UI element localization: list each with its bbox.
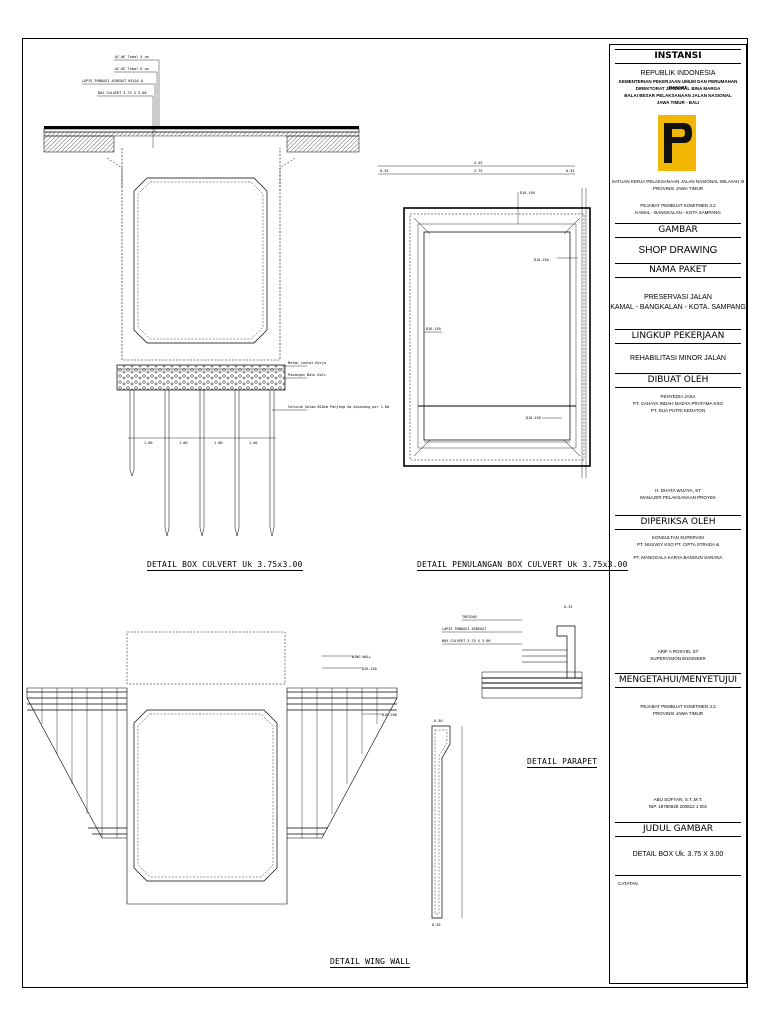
parapet-callout-trotoar: TROTOAR <box>462 615 478 619</box>
parapet-dim-bottom: 0.30 <box>432 923 440 927</box>
gambar-value: SHOP DRAWING <box>638 245 718 256</box>
callout-box: BOX CULVERT 3.75 X 3.00 <box>98 91 146 95</box>
bar-label-left: D16-150 <box>426 327 441 331</box>
title-box-culvert: DETAIL BOX CULVERT Uk 3.75x3.00 <box>147 560 303 571</box>
dibuat-line-2: PT. CAHAYA INDAH MADYA PRATAMA KSO <box>632 401 724 406</box>
bar-label-bottom: D16-150 <box>526 416 541 420</box>
pile-spacing-2: 1.00 <box>179 441 187 445</box>
parapet-detail: TROTOAR LAPIS PONDASI AGREGAT BOX CULVER… <box>431 605 583 927</box>
dibuat-role: MANAJER PELAKSANAAN PROYEK <box>640 495 716 500</box>
parapet-dim-top: 0.30 <box>434 719 442 723</box>
callout-cerucuk: Cerucuk Galam Ø10cm Panjang 4m dipasang … <box>288 404 389 409</box>
pupr-logo-icon <box>658 115 696 171</box>
pile-spacing-1: 1.00 <box>144 441 152 445</box>
directorate-name: DIREKTORAT JENDERAL BINA MARGA <box>635 86 721 91</box>
diperiksa-line-1: KONSULTAN SUPERVISI <box>651 535 704 540</box>
dim-total-width: 4.45 <box>474 161 482 165</box>
judul-header: JUDUL GAMBAR <box>615 822 741 837</box>
lingkup-value: REHABILITASI MINOR JALAN <box>630 355 726 362</box>
mengetahui-nip: NIP. 19750928 200812 1 001 <box>648 804 708 809</box>
wing-callout-bar2: D16-200 <box>382 713 397 717</box>
pile-spacing-3: 1.00 <box>214 441 222 445</box>
country-name: REPUBLIK INDONESIA <box>640 70 716 77</box>
catatan-label: CATATAN <box>618 881 638 886</box>
diperiksa-header: DIPERIKSA OLEH <box>615 515 741 530</box>
wing-wall-detail: WING WALL D16-150 D16-200 <box>26 631 398 905</box>
box-culvert-section: 1.00 1.00 1.00 1.00 AC-WC Tebal 4 cm AC-… <box>43 55 389 537</box>
ppk-area: KAMAL - BANGKALAN - KOTA SAMPANG <box>635 210 721 215</box>
province-name: PROVINSI JAWA TIMUR <box>652 186 704 191</box>
diperiksa-line-2: PT. NUSVEY KSO PT. CIPTA STRADA & <box>636 542 720 547</box>
dibuat-header: DIBUAT OLEH <box>615 373 741 388</box>
dim-right-wall: 0.35 <box>566 169 574 173</box>
bar-label-top: D16-150 <box>520 191 535 195</box>
catatan-divider <box>615 875 741 876</box>
lingkup-header: LINGKUP PEKERJAAN <box>615 329 741 344</box>
mengetahui-line-1: PEJABAT PEMBUAT KOMITMEN 3.2 <box>640 704 716 709</box>
title-parapet: DETAIL PARAPET <box>527 757 598 768</box>
wing-callout-bar1: D16-150 <box>362 667 377 671</box>
drawing-area: 1.00 1.00 1.00 1.00 AC-WC Tebal 4 cm AC-… <box>26 55 591 927</box>
gambar-header: GAMBAR <box>615 223 741 238</box>
callout-base-course: LAPIS PONDASI AGREGAT KELAS A <box>82 79 144 83</box>
reinforcement-detail: D16-150 D16-150 D16-150 D16-150 4.45 0.3… <box>378 161 591 478</box>
dibuat-name: H. DHATA WIJAYA, ST <box>655 488 701 493</box>
balai-name: BALAI BESAR PELAKSANAAN JALAN NASIONAL <box>624 93 732 98</box>
callout-lantai-kerja: Beton Lantai Kerja <box>288 361 326 365</box>
parapet-callout-box: BOX CULVERT 3.75 X 3.00 <box>442 639 490 643</box>
mengetahui-line-2: PROVINSI JAWA TIMUR <box>652 711 704 716</box>
ppk-name: PEJABAT PEMBUAT KOMITMEN 3.2 <box>640 203 716 208</box>
title-reinforcement: DETAIL PENULANGAN BOX CULVERT Uk 3.75x3.… <box>417 560 628 571</box>
dibuat-line-3: PT. DUA PUTRI KEDATON <box>650 408 706 413</box>
dibuat-line-1: PENYEDIA JASA <box>660 394 696 399</box>
instansi-header: INSTANSI <box>615 49 741 64</box>
judul-value: DETAIL BOX Uk. 3.75 X 3.00 <box>632 851 724 858</box>
mengetahui-name: ABU SOFYAN, S.T.,M.T. <box>653 797 703 802</box>
diperiksa-line-3: PT. MANGGALA KARYA BANGUN SARANA <box>633 555 723 560</box>
paket-header: NAMA PAKET <box>615 263 741 278</box>
sheet-frame <box>22 38 748 988</box>
diperiksa-name: ARIF A ROSYID, ST <box>657 649 699 654</box>
satker-name: SATUAN KERJA PELAKSANAAN JALAN NASIONAL … <box>611 179 745 184</box>
title-wing-wall: DETAIL WING WALL <box>330 957 411 968</box>
mengetahui-header: MENGETAHUI/MENYETUJUI <box>615 673 741 688</box>
ministry-name: KEMENTERIAN PEKERJAAN UMUM DAN PERUMAHAN… <box>618 79 738 90</box>
callout-ac-wc: AC-WC Tebal 4 cm <box>115 55 149 59</box>
dim-clear-span: 3.75 <box>474 169 482 173</box>
paket-line-1: PRESERVASI JALAN <box>644 294 712 301</box>
callout-ac-bc: AC-BC Tebal 6 cm <box>115 67 149 71</box>
bar-label-side: D16-150 <box>534 258 549 262</box>
title-block: INSTANSI REPUBLIK INDONESIA KEMENTERIAN … <box>609 44 747 984</box>
pile-spacing-4: 1.00 <box>249 441 257 445</box>
parapet-dim-width: 0.25 <box>564 605 572 609</box>
paket-line-2: KAMAL - BANGKALAN - KOTA. SAMPANG <box>610 304 746 311</box>
wing-callout-wall: WING WALL <box>352 655 371 659</box>
dim-left-wall: 0.35 <box>380 169 388 173</box>
region-name: JAWA TIMUR - BALI <box>656 100 700 105</box>
parapet-callout-agregat: LAPIS PONDASI AGREGAT <box>442 627 487 631</box>
callout-batu-kali: Pasangan Batu Kali <box>288 373 326 377</box>
diperiksa-role: SUPERVISION ENGINEER <box>650 656 706 661</box>
